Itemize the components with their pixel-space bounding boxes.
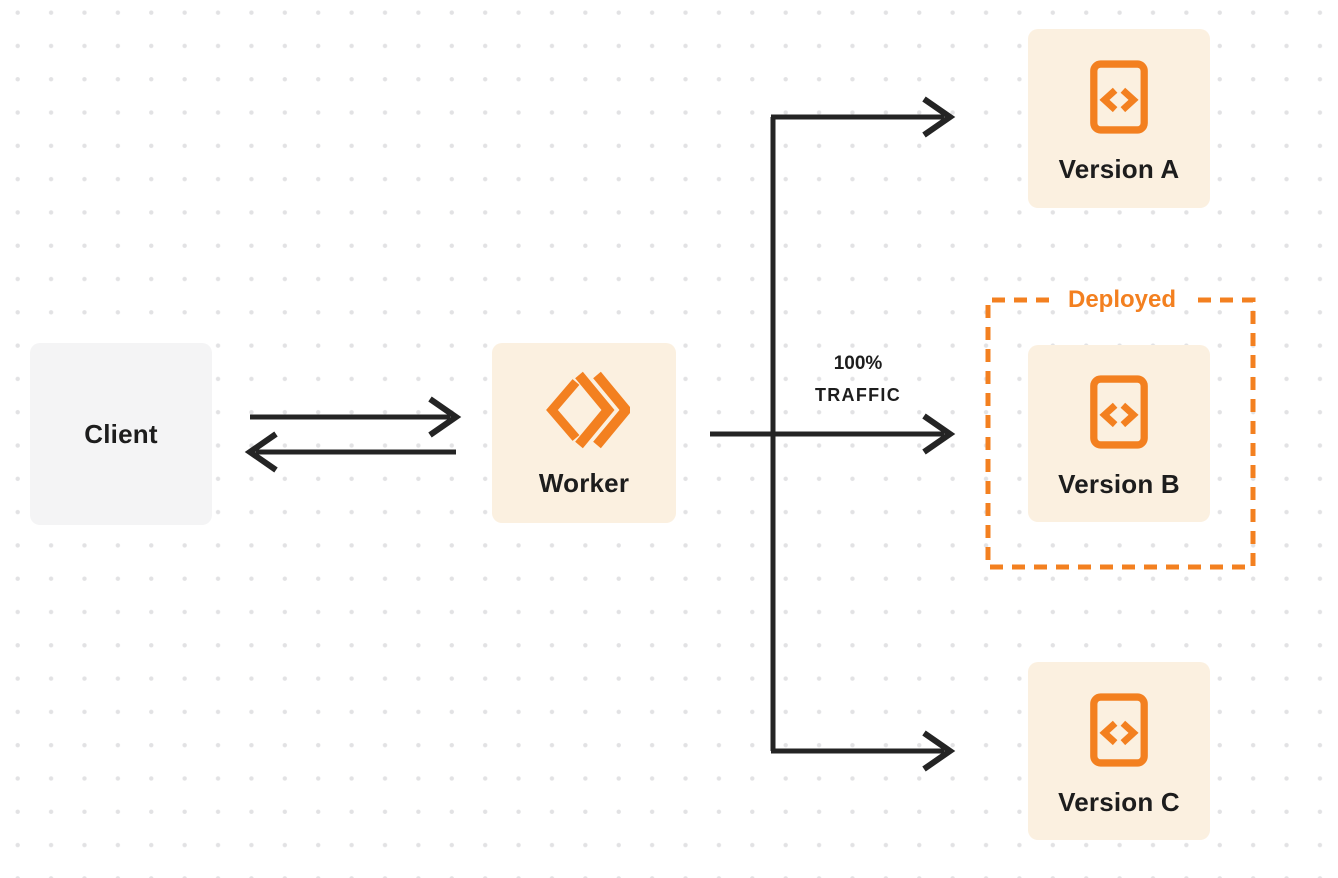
node-version-b: Version B bbox=[1028, 345, 1210, 522]
deployed-annotation: Deployed bbox=[1067, 286, 1177, 313]
version-b-label: Version B bbox=[1058, 469, 1180, 499]
traffic-percent-text: 100% bbox=[833, 353, 883, 374]
worker-label: Worker bbox=[538, 467, 630, 498]
code-file-icon bbox=[1088, 691, 1150, 769]
node-version-a: Version A bbox=[1028, 29, 1210, 208]
node-worker: Worker bbox=[492, 343, 676, 523]
code-file-icon bbox=[1088, 58, 1150, 136]
traffic-annotation: 100% TRAFFIC bbox=[798, 349, 918, 411]
client-label: Client bbox=[84, 418, 158, 449]
version-c-label: Version C bbox=[1058, 786, 1180, 817]
arrow-to-version-a bbox=[771, 96, 956, 138]
version-a-label: Version A bbox=[1058, 154, 1180, 184]
arrow-client-to-worker bbox=[250, 396, 462, 438]
traffic-word-text: TRAFFIC bbox=[814, 385, 902, 405]
node-client: Client bbox=[30, 343, 212, 525]
node-version-c: Version C bbox=[1028, 662, 1210, 840]
arrow-to-version-b bbox=[710, 413, 956, 455]
arrow-to-version-c bbox=[771, 730, 956, 772]
arrow-worker-to-client bbox=[244, 431, 456, 473]
code-file-icon bbox=[1088, 373, 1150, 451]
cloudflare-workers-logo-icon bbox=[538, 368, 633, 452]
